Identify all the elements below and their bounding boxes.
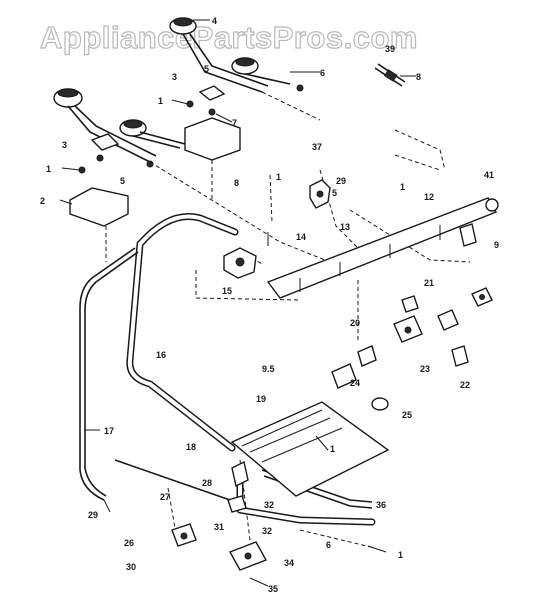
callout-6-top: 6 <box>320 68 325 78</box>
rod-18[interactable] <box>114 459 231 501</box>
callout-15: 15 <box>222 286 232 296</box>
callout-17: 17 <box>104 426 114 436</box>
gas-supply-pipe[interactable] <box>126 213 239 452</box>
callout-5-top: 5 <box>204 64 209 74</box>
watermark-text: AppliancePartsPros.com <box>40 20 418 55</box>
callout-21: 21 <box>424 278 434 288</box>
callout-labels: 4 3 5 6 1 7 3 5 1 2 39 8 37 1 8 5 29 1 1… <box>40 16 499 594</box>
callout-9: 9 <box>494 240 499 250</box>
callout-2: 2 <box>40 196 45 206</box>
valve-part-37[interactable] <box>309 179 331 209</box>
valve-part-15[interactable] <box>223 247 257 279</box>
callout-16: 16 <box>156 350 166 360</box>
callout-13: 13 <box>340 222 350 232</box>
callout-37: 37 <box>312 142 322 152</box>
callout-28: 28 <box>202 478 212 488</box>
callout-36: 36 <box>376 500 386 510</box>
callout-1-c: 1 <box>276 172 281 182</box>
callout-9-5: 9.5 <box>262 364 275 374</box>
callout-25: 25 <box>402 410 412 420</box>
callout-31: 31 <box>214 522 224 532</box>
valve-part-9[interactable] <box>471 287 493 307</box>
callout-5-mid: 5 <box>332 188 337 198</box>
callout-3-top: 3 <box>172 72 177 82</box>
gas-manifold[interactable] <box>266 197 499 299</box>
oven-burner-plate[interactable] <box>230 401 390 497</box>
callout-1-e: 1 <box>330 444 335 454</box>
callout-20: 20 <box>350 318 360 328</box>
callout-23: 23 <box>420 364 430 374</box>
callout-1-d: 1 <box>400 182 405 192</box>
callout-30: 30 <box>126 562 136 572</box>
callout-35: 35 <box>268 584 278 594</box>
callout-32-bottom: 32 <box>262 526 272 536</box>
callout-29-left: 29 <box>88 510 98 520</box>
callout-5-left: 5 <box>120 176 125 186</box>
fitting-31[interactable] <box>171 523 197 547</box>
callout-4: 4 <box>212 16 217 26</box>
valve-part-20[interactable] <box>357 345 377 367</box>
callout-8-mid: 8 <box>234 178 239 188</box>
callout-39: 39 <box>385 44 395 54</box>
callout-3-left: 3 <box>62 140 67 150</box>
callout-1-a: 1 <box>158 96 163 106</box>
callout-27: 27 <box>160 492 170 502</box>
valve-part-24[interactable] <box>331 363 357 389</box>
callout-7: 7 <box>232 118 237 128</box>
callout-12: 12 <box>424 192 434 202</box>
burner-assembly-top[interactable] <box>53 17 304 227</box>
callout-18: 18 <box>186 442 196 452</box>
callout-41: 41 <box>484 170 494 180</box>
block-34[interactable] <box>228 541 268 571</box>
callout-6-bottom: 6 <box>326 540 331 550</box>
valve-part-23[interactable] <box>393 315 423 343</box>
valve-part-21[interactable] <box>401 295 419 313</box>
callout-1-b: 1 <box>46 164 51 174</box>
callout-19: 19 <box>256 394 266 404</box>
callout-29-top: 29 <box>336 176 346 186</box>
valve-part-25[interactable] <box>371 397 389 411</box>
gas-tube-left[interactable] <box>79 247 139 501</box>
callout-14: 14 <box>296 232 306 242</box>
burner-bracket-rear[interactable] <box>184 117 241 161</box>
callout-32-top: 32 <box>264 500 274 510</box>
callout-26: 26 <box>124 538 134 548</box>
valve-fitting-top-right[interactable] <box>374 63 406 87</box>
callout-24: 24 <box>350 378 360 388</box>
leader-lines <box>59 19 416 587</box>
valve-part-22[interactable] <box>451 345 469 367</box>
callout-8-top: 8 <box>416 72 421 82</box>
callout-1-f: 1 <box>398 550 403 560</box>
callout-34: 34 <box>284 558 294 568</box>
burner-bracket-front[interactable] <box>69 187 129 227</box>
assembly-guide-lines <box>105 91 471 549</box>
valve-part-mid[interactable] <box>437 309 459 331</box>
callout-22: 22 <box>460 380 470 390</box>
